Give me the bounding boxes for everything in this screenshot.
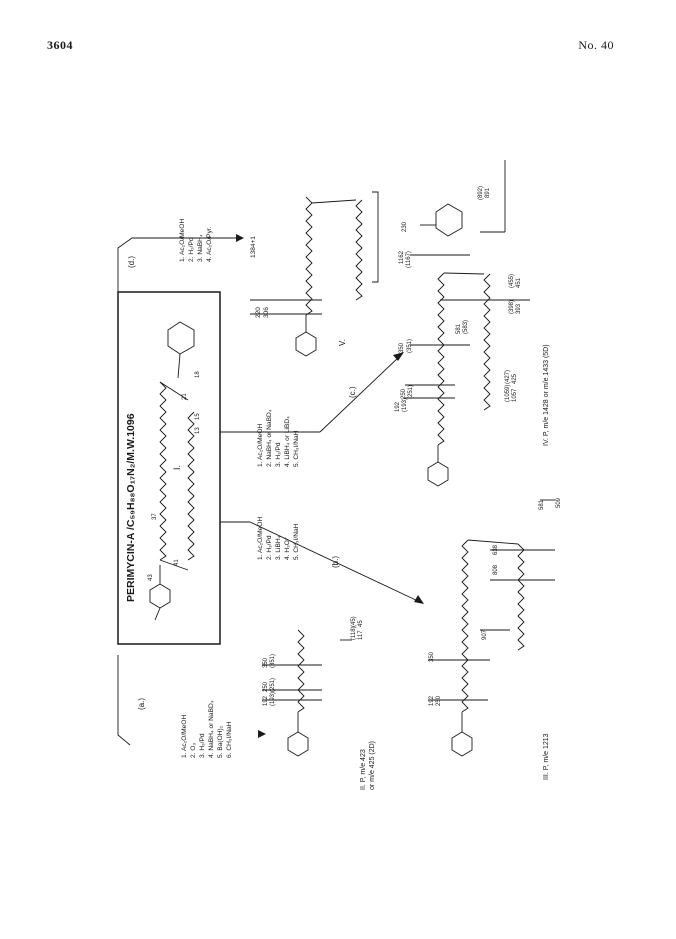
frag-iv: (1059) [505, 385, 511, 402]
compound-title: PERIMYCIN-A /C₅₉H₈₈O₁₇N₂/M.W.1096 [125, 413, 137, 602]
route-b-tag: (b.) [331, 556, 340, 568]
frag-ii: 350 [263, 657, 269, 668]
atom-15: 15 [195, 413, 201, 420]
route-c-step: 1. Ac₂O/MeOH [257, 424, 264, 467]
route-a-step: 6. CH₃I/NaH [226, 721, 233, 758]
compound-label: I. [172, 465, 182, 470]
frag-iii: 581 [539, 499, 545, 510]
route-d-tag: (d.) [127, 256, 136, 268]
atom-21: 21 [182, 393, 188, 400]
route-c-step: 5. CH₃I/NaH [293, 430, 300, 467]
product-v-label: V. [338, 339, 347, 346]
page-number: 3604 [47, 38, 73, 52]
product-iii-structure [428, 499, 555, 757]
route-lines [117, 237, 421, 746]
frag-iv: (398) [509, 300, 515, 314]
route-b-step: 5. CH₃I/NaH [293, 523, 300, 560]
route-a-step: 4. NaBH₄ or NaBD₄ [208, 700, 215, 758]
frag-iv: (455) [509, 274, 515, 288]
frag-iv: 350 [399, 342, 405, 353]
product-ii-structure [262, 629, 352, 757]
atom-43: 43 [148, 574, 154, 581]
frag-iv: 230 [402, 221, 408, 232]
frag-iv: 1057 [512, 388, 518, 402]
frag-iv: (193) [402, 398, 408, 412]
frag-iv: 192 [395, 401, 401, 412]
frag-v-220: 220 [255, 307, 262, 318]
frag-iii: 907 [482, 629, 488, 640]
frag-iii: 250 [436, 695, 442, 706]
atom-41: 41 [174, 559, 180, 566]
route-d-step: 4. Ac₂O/Pyr. [206, 226, 213, 262]
issue-number: No. 40 [578, 38, 614, 52]
frag-ii: 45 [358, 620, 364, 627]
route-c-steps: 1. Ac₂O/MeOH 2. NaBH₄ or NaBD₄ 3. H₂/Pd … [257, 409, 300, 467]
route-c-step: 3. H₂/Pd [275, 442, 282, 467]
frag-ii: (118) [351, 626, 357, 640]
route-a-step: 2. O₃ [190, 743, 197, 758]
product-ii-caption: II. P, m/e 423 [360, 749, 367, 790]
frag-ii: 117 [358, 630, 364, 640]
frag-ii: (251) [270, 678, 276, 692]
frag-iii: 192 [429, 695, 435, 706]
product-iii-fragments: 192 250 350 907 808 638 581 509 [429, 497, 562, 706]
product-iii-caption: III. P, m/e 1213 [543, 733, 550, 780]
perimycin-box [117, 291, 221, 645]
route-a-step: 3. H₂/Pd [199, 733, 206, 758]
route-b-step: 3. LiBH₄ [275, 535, 282, 560]
frag-iii: 638 [493, 544, 499, 555]
product-ii-fragments: 192 250 (193) (251) 350 (351) (118) (45)… [263, 616, 364, 706]
frag-v-306: 306 [263, 307, 270, 318]
frag-ii: 192 [263, 695, 269, 706]
frag-iv: (583) [463, 320, 469, 334]
frag-iv: 891 [485, 187, 491, 198]
frag-iv: (1167) [406, 251, 412, 268]
frag-v-1384: 1384+1 [250, 236, 257, 258]
arrowheads [236, 234, 424, 738]
route-c-step: 2. NaBH₄ or NaBD₄ [266, 409, 273, 467]
frag-ii: (193) [270, 692, 276, 706]
product-iv-caption: IV. P, m/e 1428 or m/e 1433 (5D) [543, 344, 550, 446]
route-a-step: 1. Ac₂O/MeOH [181, 715, 188, 758]
frag-iv: 393 [516, 303, 522, 314]
atom-13: 13 [195, 427, 201, 434]
route-b-step: 2. H₂/Pd [266, 535, 273, 560]
frag-iv: (251) [408, 385, 414, 399]
frag-iv: 250 [401, 388, 407, 399]
route-c-tag: (c.) [348, 386, 357, 398]
route-b-steps: 1. Ac₂O/MeOH 2. H₂/Pd 3. LiBH₄ 4. H₃O⁺ 5… [257, 517, 300, 560]
frag-iv: (892) [478, 186, 484, 200]
route-d-step: 3. NaBH₄ [197, 234, 204, 262]
route-b-step: 1. Ac₂O/MeOH [257, 517, 264, 560]
route-a-tag: (a.) [137, 698, 146, 710]
product-iv-structure [405, 160, 530, 487]
route-a-steps: 1. Ac₂O/MeOH 2. O₃ 3. H₂/Pd 4. NaBH₄ or … [181, 700, 233, 758]
product-iv-fragments: 192 250 (193) (251) 350 (351) (1059) 105… [395, 186, 522, 412]
perimycin-structure [149, 321, 195, 621]
route-c-step: 4. LiBH₄ or LiBD₄ [284, 416, 291, 467]
atom-37: 37 [152, 513, 158, 520]
route-d-steps: 1. Ac₂O/MeOH 2. H₂/Pd 3. NaBH₄ 4. Ac₂O/P… [179, 219, 213, 262]
route-a-step: 5. Ba(OH)₂ [217, 725, 224, 758]
frag-iii: 808 [493, 564, 499, 575]
frag-iv: 425 [512, 373, 518, 384]
frag-iv: (427) [505, 370, 511, 384]
frag-ii: (45) [351, 616, 357, 627]
product-ii-caption-2: or m/e 425 (2D) [369, 741, 376, 790]
frag-iv: (351) [407, 339, 413, 353]
route-d-step: 2. H₂/Pd [188, 237, 195, 262]
frag-iii: 350 [429, 651, 435, 662]
frag-iv: 581 [456, 323, 462, 334]
atom-18: 18 [195, 371, 201, 378]
frag-iii: 509 [556, 497, 562, 508]
frag-iv: 1162 [399, 250, 405, 264]
frag-ii: 250 [263, 681, 269, 692]
frag-iv: 451 [516, 277, 522, 288]
route-d-step: 1. Ac₂O/MeOH [179, 219, 186, 262]
route-b-step: 4. H₃O⁺ [284, 536, 291, 560]
product-v-structure [250, 191, 379, 357]
frag-ii: (351) [270, 654, 276, 668]
